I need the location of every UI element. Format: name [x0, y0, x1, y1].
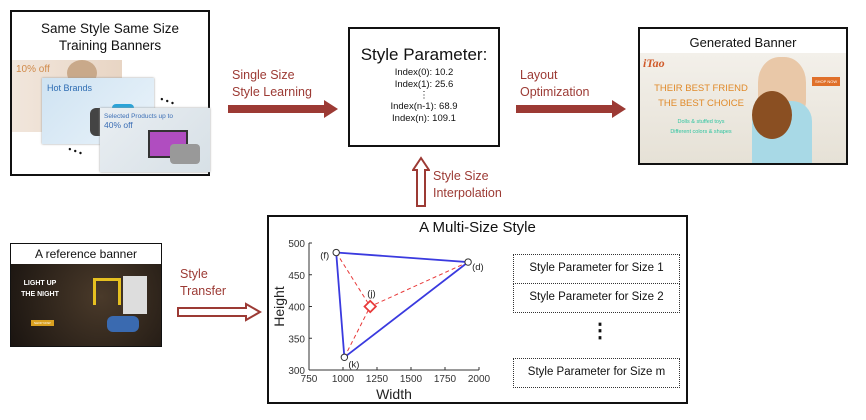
- generated-banner-title: Generated Banner: [689, 35, 797, 50]
- itao-logo: iTao: [643, 56, 665, 70]
- banner3-line2: 40% off: [104, 120, 133, 130]
- point-label: (d): [472, 262, 484, 273]
- learning-line2: Style Learning: [232, 85, 312, 99]
- index-row: Index(n): 109.1: [392, 113, 456, 124]
- size-point: [340, 353, 349, 362]
- index-vdots: ⋮: [419, 90, 429, 101]
- single-size-style-learning-label: Single Size Style Learning: [232, 67, 312, 101]
- point-label: (f): [320, 251, 329, 262]
- training-banners-panel: Same Style Same Size Training Banners 10…: [10, 10, 210, 176]
- y-tick-label: 300: [288, 366, 305, 377]
- banner1-text: 10% off: [16, 64, 50, 75]
- x-tick-label: 750: [301, 374, 318, 385]
- interpolation-line: [335, 252, 371, 307]
- point-label: (j): [367, 289, 375, 300]
- layout-line1: Layout: [520, 68, 558, 82]
- ref-headline-2: THE NIGHT: [21, 291, 59, 298]
- size-point: [464, 258, 472, 266]
- sub-2: Different colors & shapes: [670, 129, 732, 135]
- y-tick-label: 350: [288, 334, 305, 345]
- reference-banner-panel: A reference banner LIGHT UP THE NIGHT SH…: [10, 243, 162, 347]
- y-tick-label: 500: [288, 239, 305, 250]
- target-point: [363, 299, 378, 314]
- size-triangle: [335, 251, 471, 360]
- style-parameter-panel: Style Parameter: Index(0): 10.2 Index(1)…: [348, 27, 500, 147]
- training-title-line2: Training Banners: [58, 38, 162, 53]
- style-size-interpolation-label: Style Size Interpolation: [433, 168, 502, 202]
- ref-shop-button[interactable]: SHOP NOW: [31, 320, 54, 326]
- headline-2: THE BEST CHOICE: [658, 98, 744, 109]
- x-tick-label: 1250: [366, 374, 389, 385]
- index-row: Index(n-1): 68.9: [390, 101, 458, 112]
- ellipsis-1: • • •: [158, 93, 176, 109]
- ellipsis-2: • • •: [66, 143, 84, 159]
- hollow-right-arrow-icon: [177, 302, 262, 322]
- ref-headline-1: LIGHT UP: [23, 280, 57, 287]
- interpolation-line: [343, 306, 371, 358]
- x-tick-label: 1000: [332, 374, 355, 385]
- index-row: Index(1): 25.6: [394, 79, 454, 90]
- interpolation-line: [369, 261, 469, 307]
- multi-size-style-panel: [267, 215, 688, 404]
- param-box-size-m: Style Parameter for Size m: [513, 358, 680, 388]
- layout-optimization-label: Layout Optimization: [520, 67, 589, 101]
- generated-banner-image: iTao SHOP NOW THEIR BEST FRIEND THE BEST…: [640, 53, 846, 163]
- banner3-line1: Selected Products up to: [104, 113, 174, 120]
- y-tick-label: 450: [288, 271, 305, 282]
- headline-1: THEIR BEST FRIEND: [654, 83, 748, 94]
- layout-line2: Optimization: [520, 85, 590, 99]
- banner2-text: Hot Brands: [47, 83, 93, 93]
- x-tick-label: 2000: [468, 374, 491, 385]
- sub-1: Dolls & stuffed toys: [677, 119, 725, 125]
- param-box-size-2: Style Parameter for Size 2: [513, 283, 680, 313]
- multi-size-title: A Multi-Size Style: [419, 219, 536, 236]
- generated-banner-panel: Generated Banner iTao SHOP NOW THEIR BES…: [638, 27, 848, 165]
- transfer-line2: Transfer: [180, 284, 227, 298]
- interp-line2: Interpolation: [433, 186, 502, 200]
- size-interpolation-chart: 750 1000 1250 1500 1750 2000 300 350 400 450 500Wi…: [271, 239, 491, 402]
- x-tick-label: 1750: [434, 374, 457, 385]
- index-row: Index(0): 10.2: [394, 67, 454, 78]
- point-label: (k): [348, 359, 359, 370]
- style-transfer-label: Style Transfer: [180, 266, 226, 300]
- arrow-right-icon: [516, 100, 626, 118]
- param-vdots: ⋮: [590, 320, 610, 342]
- transfer-line1: Style: [180, 267, 208, 281]
- hollow-up-arrow-icon: [412, 156, 430, 207]
- param-box-size-1: Style Parameter for Size 1: [513, 254, 680, 284]
- x-tick-label: 1500: [400, 374, 423, 385]
- shop-now-button[interactable]: SHOP NOW: [812, 77, 841, 86]
- training-banner-3: Selected Products up to 40% off: [100, 108, 210, 172]
- y-axis-label: Height: [271, 286, 287, 327]
- arrow-right-icon: [228, 100, 338, 118]
- learning-line1: Single Size: [232, 68, 295, 82]
- interp-line1: Style Size: [433, 169, 489, 183]
- training-title-line1: Same Style Same Size: [40, 21, 180, 36]
- y-tick-label: 400: [288, 303, 305, 314]
- x-axis-label: Width: [376, 386, 412, 402]
- size-point: [332, 248, 340, 257]
- reference-banner-title: A reference banner: [34, 247, 138, 261]
- style-parameter-title: Style Parameter:: [360, 45, 488, 64]
- reference-banner-image: LIGHT UP THE NIGHT SHOP NOW: [11, 264, 161, 346]
